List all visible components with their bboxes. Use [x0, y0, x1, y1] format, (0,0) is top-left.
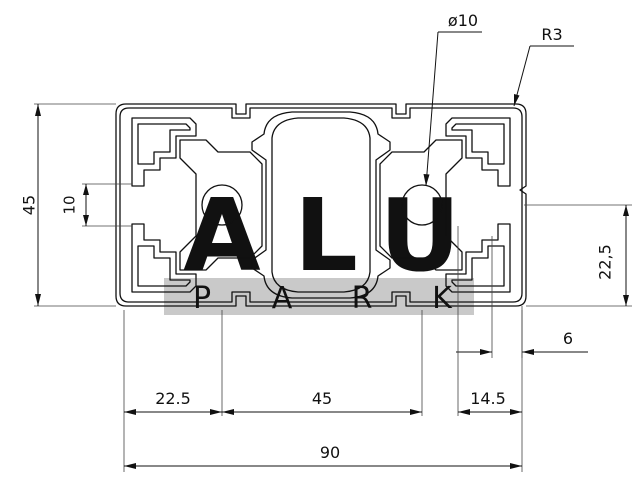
dim-half-height: 22,5 — [524, 204, 632, 307]
corner-pocket-bottom-right-inner — [451, 245, 505, 287]
watermark-letter-a: A — [183, 177, 260, 294]
dim-half-height-label: 22,5 — [596, 244, 615, 280]
watermark-letter-u: U — [379, 177, 460, 294]
watermark: A L U P A R K — [164, 177, 474, 316]
dim-corner-radius-label: R3 — [541, 25, 562, 44]
dim-corner-radius: R3 — [513, 25, 574, 107]
dim-bore-diameter: ø10 — [423, 11, 482, 187]
corner-pocket-bottom-left — [131, 223, 197, 293]
watermark-subtitle-letter-a: A — [272, 281, 293, 316]
t-slot-left — [179, 139, 263, 271]
dim-height-label: 45 — [20, 195, 39, 215]
bore-right — [401, 184, 443, 226]
dim-total-width-label: 90 — [320, 443, 340, 462]
dim-first-slot-label: 22.5 — [155, 389, 191, 408]
dim-edge-to-slot: 14.5 — [458, 389, 522, 415]
watermark-letter-l: L — [294, 177, 358, 294]
t-slot-right — [379, 139, 463, 271]
dim-bore-diameter-label: ø10 — [448, 11, 478, 30]
profile-outline — [115, 103, 527, 307]
central-cavity-inner — [271, 117, 371, 293]
watermark-subtitle-letter-p: P — [193, 281, 211, 316]
central-cavity — [251, 111, 391, 299]
dim-edge-to-slot-label: 14.5 — [470, 389, 506, 408]
dim-height: 45 — [20, 103, 116, 307]
bore-left — [201, 184, 243, 226]
corner-pocket-bottom-right — [445, 223, 511, 293]
corner-pocket-top-left-inner — [137, 123, 191, 165]
dim-slot-pitch-label: 45 — [312, 389, 332, 408]
dim-slot-opening-label: 10 — [61, 195, 79, 214]
watermark-subtitle-letter-k: K — [432, 281, 453, 316]
corner-pocket-top-right — [445, 117, 511, 187]
corner-pocket-bottom-left-inner — [137, 245, 191, 287]
dimension-lines: 45 10 22,5 6 — [20, 11, 632, 472]
dim-slot-pitch: 45 — [222, 389, 422, 415]
dim-slot-opening: 10 — [61, 183, 132, 227]
profile-outer-edge — [115, 103, 527, 307]
dim-first-slot: 22.5 — [124, 389, 222, 415]
dim-slot-width-label: 6 — [563, 329, 573, 348]
corner-pocket-top-left — [131, 117, 197, 187]
corner-pocket-top-right-inner — [451, 123, 505, 165]
watermark-band — [164, 278, 474, 315]
profile-inner-edge — [119, 107, 523, 303]
dim-total-width: 90 — [124, 443, 522, 469]
